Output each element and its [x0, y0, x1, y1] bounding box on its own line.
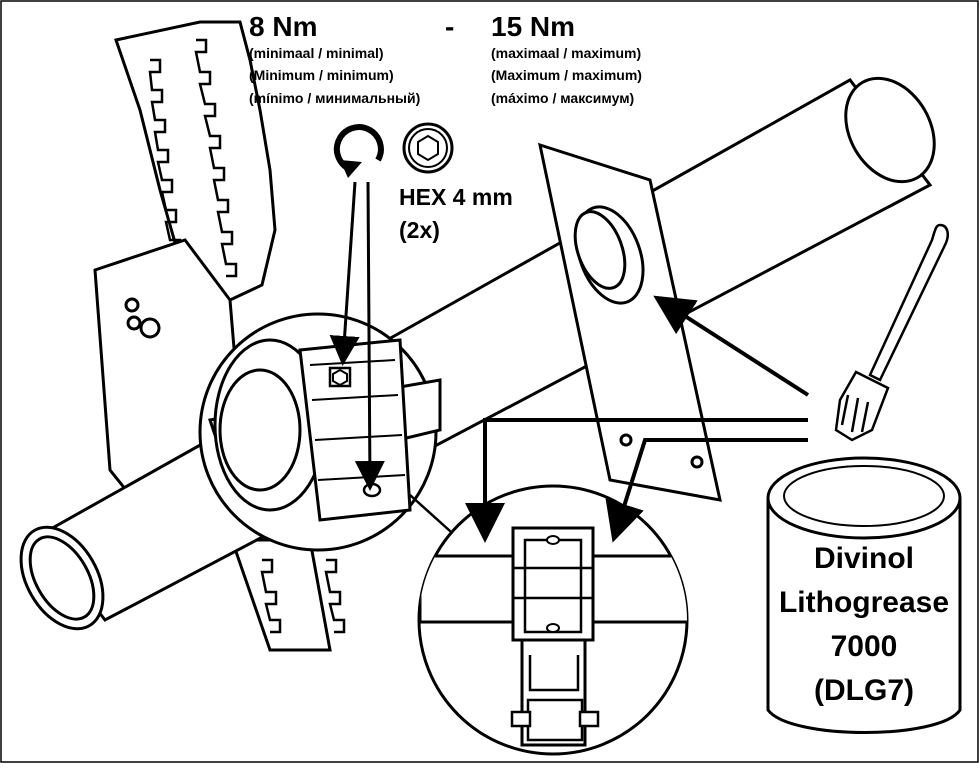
- detail-zoom-circle: [417, 484, 689, 756]
- grease-label-line: 7000: [831, 630, 898, 663]
- rotate-clockwise-icon: [333, 124, 384, 178]
- grease-label-line: Lithogrease: [779, 586, 949, 619]
- hex-size-label: HEX 4 mm: [399, 184, 513, 210]
- torque-min-label: (minimaal / minimal): [249, 45, 384, 61]
- torque-max-label: (maximaal / maximum): [491, 45, 641, 61]
- hex-socket-icon: [402, 122, 454, 174]
- torque-min-value: 8 Nm: [249, 11, 317, 42]
- grease-can-icon: [766, 456, 962, 734]
- coupling-zoom-circle: [198, 312, 442, 552]
- torque-min-label: (Minimum / minimum): [249, 67, 394, 83]
- torque-max-value: 15 Nm: [491, 11, 575, 42]
- grease-arrows: [465, 295, 810, 543]
- torque-max-label: (Maximum / maximum): [491, 67, 642, 83]
- toothed-rack: [114, 20, 346, 652]
- brush-icon: [834, 223, 949, 442]
- grease-label-line: Divinol: [814, 542, 914, 575]
- torque-arrows: [329, 181, 385, 491]
- hex-count-label: (2x): [399, 217, 440, 243]
- torque-max-label: (máximo / максимум): [491, 90, 634, 106]
- grease-label-line: (DLG7): [814, 674, 914, 707]
- torque-separator: -: [445, 11, 454, 42]
- torque-min-label: (mínimo / минимальный): [249, 90, 420, 106]
- flange-plate: [538, 142, 722, 502]
